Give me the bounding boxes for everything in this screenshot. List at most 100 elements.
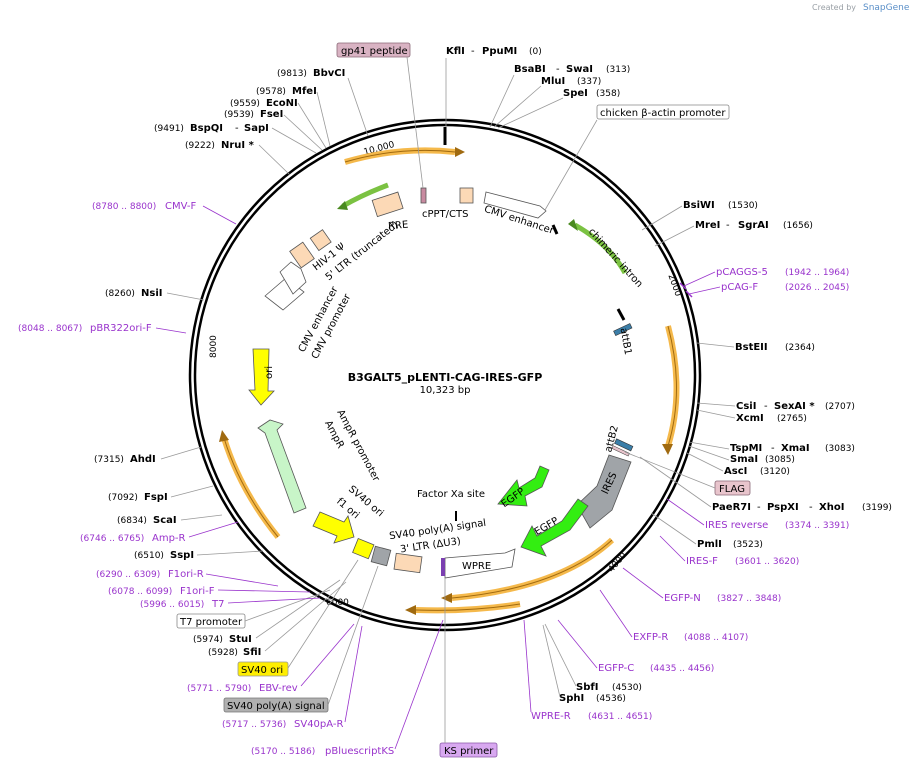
enzyme-econi-pos: (9559) bbox=[230, 99, 260, 109]
enzyme-pmli: PmlI bbox=[697, 539, 722, 550]
leader-nsii bbox=[166, 292, 205, 301]
enzyme-mrei: MreI bbox=[695, 220, 720, 231]
feature-orange-left-1-head bbox=[219, 430, 229, 442]
primer-ires-reverse: IRES reverse bbox=[705, 520, 768, 531]
enzyme-smai-pos: (3085) bbox=[765, 455, 795, 465]
primer-ebvrev-range: (5771 .. 5790) bbox=[187, 684, 251, 694]
primer-ampr-primer: Amp-R bbox=[152, 533, 186, 544]
leader-csii bbox=[696, 402, 736, 407]
enzyme-mfei-pos: (9578) bbox=[256, 87, 286, 97]
enzyme-sbfi-pos: (4530) bbox=[612, 683, 642, 693]
primer-ires-reverse-range: (3374 .. 3391) bbox=[785, 521, 849, 531]
enzyme-bsiwi: BsiWI bbox=[683, 200, 715, 211]
enzyme-sbfi: SbfI bbox=[576, 682, 598, 693]
tick-label-8000: 8000 bbox=[209, 335, 219, 358]
enzyme-scai-pos: (6834) bbox=[117, 516, 147, 526]
leader-bsteii bbox=[696, 342, 735, 348]
boxed-label-chicken-box bbox=[596, 104, 730, 120]
primer-iresf: IRES-F bbox=[686, 556, 718, 567]
leader-mlui bbox=[493, 85, 542, 128]
enzyme-ahdi-pos: (7315) bbox=[94, 455, 124, 465]
enzyme-ahdi: AhdI bbox=[130, 454, 156, 465]
feature-ori bbox=[248, 348, 275, 406]
feature-attB1 bbox=[613, 323, 633, 337]
enzyme-stui-pos: (5974) bbox=[193, 635, 223, 645]
enzyme-bsabi-pos: (313) bbox=[606, 65, 630, 75]
enzyme-nrui: NruI * bbox=[221, 140, 255, 151]
leader-bsabi bbox=[489, 74, 515, 128]
boxed-label-ks-box bbox=[439, 742, 498, 758]
enzyme-spei-pos: (358) bbox=[596, 89, 620, 99]
leader-exfpr bbox=[599, 589, 633, 638]
enzyme-mlui-pos: (337) bbox=[577, 77, 601, 87]
credit-brand: SnapGene bbox=[863, 3, 909, 13]
leader-asci bbox=[686, 452, 724, 472]
enzyme-paer7i-dash2: - bbox=[809, 502, 813, 513]
enzyme-sgrai: SgrAI bbox=[738, 220, 769, 231]
credit-prefix: Created by bbox=[812, 3, 856, 12]
feature-cmv-enhancer-left bbox=[279, 261, 307, 295]
enzyme-stui: StuI bbox=[229, 634, 252, 645]
enzyme-pspxi: PspXI bbox=[767, 502, 799, 513]
primer-egfpn: EGFP-N bbox=[664, 593, 701, 604]
enzyme-tspmi-dash: - bbox=[771, 443, 775, 454]
enzyme-sphi: SphI bbox=[559, 693, 584, 704]
leader-sfii bbox=[264, 581, 347, 652]
leader-egfpc bbox=[557, 619, 598, 669]
leader-mrei bbox=[654, 225, 695, 247]
leader-smai bbox=[688, 445, 730, 461]
feature-orange-lower-1-head bbox=[441, 593, 452, 603]
enzyme-sspi: SspI bbox=[170, 550, 194, 561]
primer-iresf-range: (3601 .. 3620) bbox=[735, 557, 799, 567]
leader-chicken bbox=[544, 119, 598, 211]
leader-nrui bbox=[258, 144, 291, 176]
boxed-label-ks: KS primer bbox=[444, 746, 494, 757]
feature-label-attB1: attB1 bbox=[618, 327, 634, 356]
leader-t7-primer bbox=[227, 597, 321, 604]
enzyme-pmli-pos: (3523) bbox=[733, 540, 763, 550]
primer-egfpc-range: (4435 .. 4456) bbox=[650, 664, 714, 674]
feature-sv40-ori bbox=[352, 537, 375, 560]
feature-orange-left-1 bbox=[221, 437, 281, 539]
primer-pcagf-range: (2026 .. 2045) bbox=[785, 283, 849, 293]
feature-IRES bbox=[576, 454, 632, 529]
feature-3ltr bbox=[393, 552, 423, 574]
leader-cmvf bbox=[202, 205, 237, 225]
leader-pcaggs5 bbox=[683, 271, 716, 287]
leader-sbfi bbox=[544, 623, 577, 687]
feature-chimeric-intron-head bbox=[568, 219, 578, 231]
feature-purple-marker bbox=[441, 558, 445, 576]
enzyme-bbvci: BbvCI bbox=[313, 68, 345, 79]
enzyme-fspi-pos: (7092) bbox=[108, 493, 138, 503]
enzyme-econi: EcoNI bbox=[266, 98, 298, 109]
enzyme-paer7i-pos: (3199) bbox=[862, 503, 892, 513]
feature-orange-lower-2-head bbox=[405, 605, 416, 615]
leader-sv40polya bbox=[327, 565, 379, 706]
enzyme-fsei-pos: (9539) bbox=[224, 110, 254, 120]
enzyme-mrei-pos: (1656) bbox=[783, 221, 813, 231]
primer-f1orir: F1ori-R bbox=[168, 569, 204, 580]
enzyme-spei: SpeI bbox=[563, 88, 588, 99]
leader-ebvrev bbox=[300, 623, 355, 687]
mark-pcaggs5 bbox=[679, 282, 687, 290]
enzyme-ppumi: PpuMI bbox=[482, 46, 517, 57]
feature-sv40-polya bbox=[370, 545, 392, 567]
enzyme-sfii: SfiI bbox=[243, 647, 261, 658]
boxed-label-sv40ori-box bbox=[237, 661, 289, 677]
enzyme-bsteii-pos: (2364) bbox=[785, 343, 815, 353]
boxed-label-sv40polya: SV40 poly(A) signal bbox=[227, 701, 325, 712]
leader-sv40par bbox=[344, 625, 363, 723]
leader-paer7i bbox=[639, 456, 712, 508]
leader-gp41 bbox=[406, 56, 424, 189]
primer-pbr322orif: pBR322ori-F bbox=[90, 323, 152, 334]
leader-t7 bbox=[244, 589, 331, 622]
primer-f1orif-range: (6078 .. 6099) bbox=[108, 587, 172, 597]
plasmid-length: 10,323 bp bbox=[420, 385, 471, 396]
feature-5ltr bbox=[289, 241, 315, 269]
feature-arc-top-orange bbox=[344, 147, 456, 165]
leader-iresf bbox=[659, 535, 686, 562]
leader-pbr322orif bbox=[155, 327, 187, 334]
leader-stui bbox=[255, 579, 341, 639]
leader-f1orir bbox=[205, 573, 279, 587]
tick-label-6000: 6000 bbox=[326, 598, 349, 608]
